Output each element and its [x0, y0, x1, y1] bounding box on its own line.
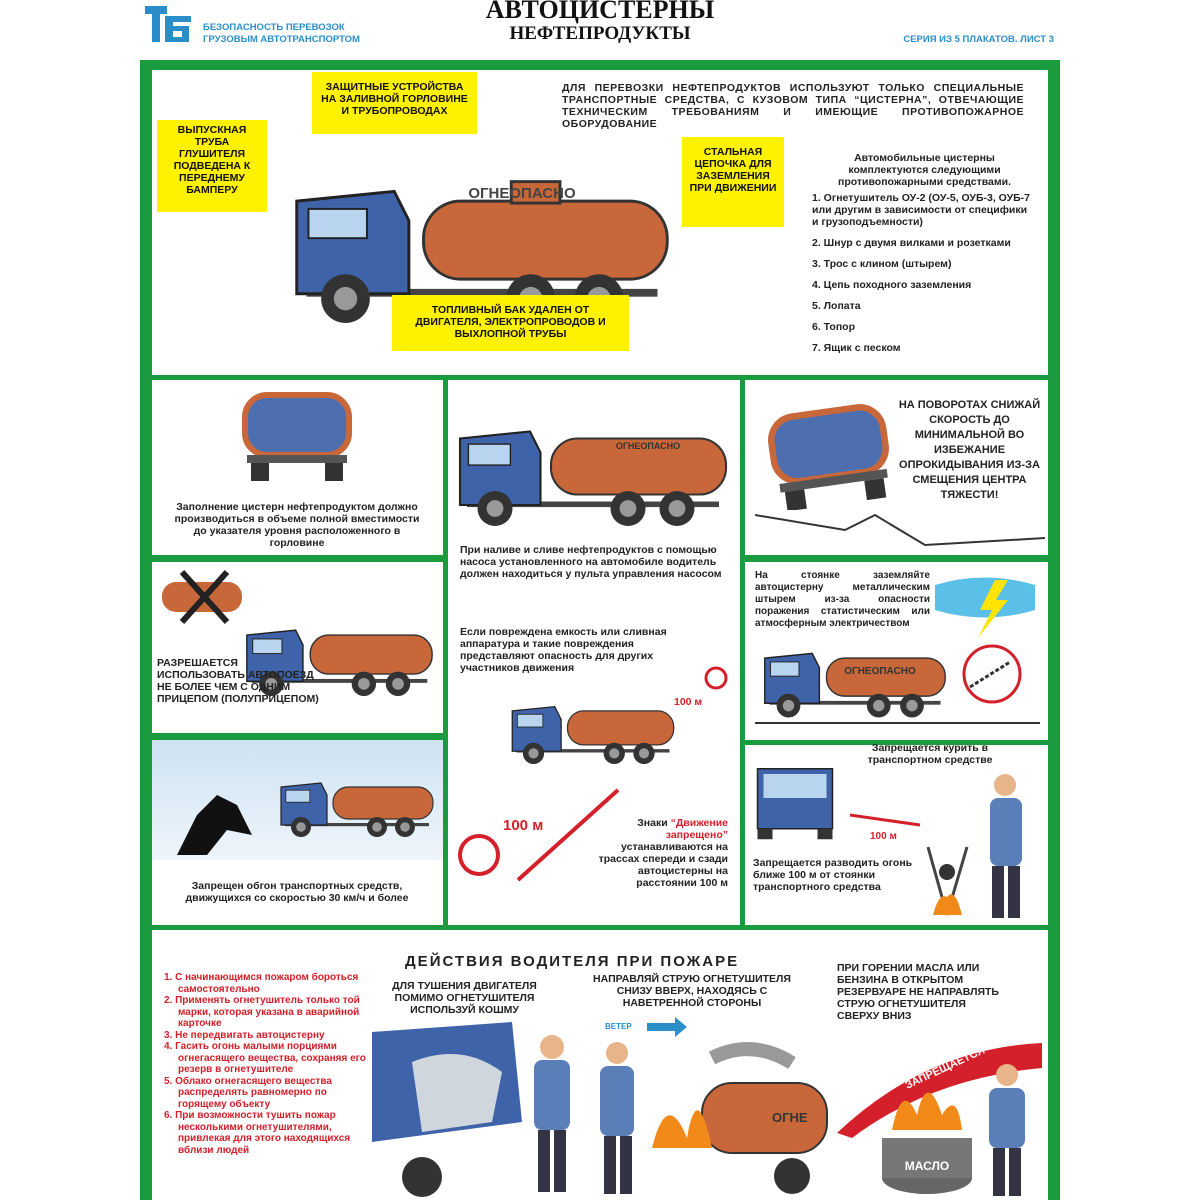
- tank-label-grounding: ОГНЕОПАСНО: [844, 666, 916, 677]
- equipment-item: 6. Топор: [812, 321, 856, 333]
- smoking-man-illustration: [990, 774, 1022, 918]
- distance-arrow-icon: [516, 788, 620, 882]
- signs-rest: устанавливаются на трассах спереди и сза…: [598, 841, 728, 889]
- subtitle: НЕФТЕПРОДУКТЫ: [509, 23, 691, 44]
- panel-fire-actions: ДЕЙСТВИЯ ВОДИТЕЛЯ ПРИ ПОЖАРЕ 1. С начина…: [152, 930, 1048, 1200]
- no-entry-sign-icon: [704, 666, 728, 690]
- crossed-trailer-icon: [162, 569, 242, 625]
- panel-no-smoking: Запрещается курить в транспортном средст…: [745, 742, 1048, 925]
- panel-filling: Заполнение цистерн нефтепродуктом должно…: [152, 380, 443, 555]
- equipment-item: 2. Шнур с двумя вилками и розетками: [812, 237, 1011, 249]
- distance-label-small: 100 м: [674, 696, 703, 708]
- damaged-text: Если повреждена емкость или сливная аппа…: [460, 626, 667, 674]
- tb-logo-icon: [145, 6, 191, 42]
- panel-overtaking: Запрещен обгон транспортных средств, дви…: [152, 740, 443, 925]
- filling-text: Заполнение цистерн нефтепродуктом должно…: [174, 501, 420, 549]
- equipment-item: 1. Огнетушитель ОУ-2 (ОУ-5, ОУБ-3, ОУБ-7…: [812, 192, 1031, 228]
- fire-rules-list: 1. С начинающимся пожаром бороться самос…: [164, 972, 369, 1156]
- fire-rule: 5. Облако огнегасящего вещества распреде…: [164, 1075, 332, 1110]
- oil-label: МАСЛО: [904, 1159, 950, 1173]
- equipment-list: 1. Огнетушитель ОУ-2 (ОУ-5, ОУБ-3, ОУБ-7…: [812, 192, 1032, 354]
- road-slope-icon: [755, 513, 1045, 547]
- fire-actions-title: ДЕЙСТВИЯ ВОДИТЕЛЯ ПРИ ПОЖАРЕ: [405, 953, 740, 970]
- distance-arrow-icon: [849, 813, 921, 827]
- tank-partial-label: ОГНЕ: [772, 1110, 808, 1125]
- distance-label-fire: 100 м: [870, 831, 897, 842]
- upwind-text: НАПРАВЛЯЙ СТРУЮ ОГНЕТУШИТЕЛЯ СНИЗУ ВВЕРХ…: [593, 973, 791, 1009]
- oil-text: ПРИ ГОРЕНИИ МАСЛА ИЛИ БЕНЗИНА В ОТКРЫТОМ…: [837, 962, 999, 1022]
- callout-exhaust: ВЫПУСКНАЯ ТРУБА ГЛУШИТЕЛЯ ПОДВЕДЕНА К ПЕ…: [157, 120, 267, 212]
- equipment-item: 3. Трос с клином (штырем): [812, 258, 952, 270]
- fire-rule: 2. Применять огнетушитель только той мар…: [164, 995, 360, 1029]
- signs-text: Знаки “Движение запрещено” устанавливают…: [588, 817, 728, 889]
- overtaking-truck-illustration: [277, 760, 437, 850]
- blanket-text: ДЛЯ ТУШЕНИЯ ДВИГАТЕЛЯ ПОМИМО ОГНЕТУШИТЕЛ…: [392, 980, 537, 1016]
- blanket-engine-illustration: [372, 1022, 570, 1197]
- ground-chain-icon: [962, 644, 1022, 704]
- truck-front-illustration: [756, 768, 834, 840]
- fire-rule: 3. Не передвигать автоцистерну: [164, 1029, 325, 1041]
- fire-rule: 4. Гасить огонь малыми порциями огнегася…: [164, 1041, 366, 1075]
- extinguish-tank-illustration: [600, 1042, 828, 1194]
- panel-pumping: ОГНЕОПАСНО При наливе и сливе нефтепроду…: [448, 380, 740, 925]
- callout-chain: СТАЛЬНАЯ ЦЕПОЧКА ДЛЯ ЗАЗЕМЛЕНИЯ ПРИ ДВИЖ…: [682, 137, 784, 227]
- wind-label: ВЕТЕР: [605, 1022, 632, 1031]
- no-fire-text: Запрещается разводить огонь ближе 100 м …: [753, 857, 913, 893]
- ground-line: [755, 722, 1040, 724]
- no-entry-sign-icon: [458, 834, 500, 876]
- tank-label-small: ОГНЕОПАСНО: [615, 441, 681, 451]
- tilted-tank-illustration: [765, 400, 895, 510]
- equipment-title: Автомобильные цистерны комплектуются сле…: [837, 152, 1012, 188]
- grounded-truck-illustration: [760, 637, 950, 722]
- equipment-item: 4. Цепь походного заземления: [812, 279, 972, 291]
- fire-rule: 6. При возможности тушить пожар нескольк…: [164, 1110, 351, 1156]
- panel-grounding: На стоянке заземляйте автоцистерну метал…: [745, 562, 1048, 740]
- forbidden-banner-icon: [837, 1043, 1042, 1138]
- burning-oil-illustration: [882, 1064, 1025, 1196]
- no-smoking-text: Запрещается курить в транспортном средст…: [867, 742, 993, 766]
- fire-rule: 1. С начинающимся пожаром бороться самос…: [164, 972, 359, 995]
- lightning-cloud-icon: [935, 577, 1035, 638]
- title: АВТОЦИСТЕРНЫ: [485, 0, 715, 24]
- equipment-item: 5. Лопата: [812, 300, 861, 312]
- rider-silhouette-icon: [177, 795, 252, 855]
- panel-trailer: РАЗРЕШАЕТСЯ ИСПОЛЬЗОВАТЬ АВТОПОЕЗД НЕ БО…: [152, 562, 443, 733]
- callout-protective: ЗАЩИТНЫЕ УСТРОЙСТВА НА ЗАЛИВНОЙ ГОРЛОВИН…: [312, 72, 477, 134]
- tank-rear-illustration: [232, 385, 362, 485]
- tanker-truck-illustration: [287, 180, 677, 345]
- campfire-icon: [926, 846, 969, 916]
- signs-prefix: Знаки: [637, 817, 671, 829]
- grounding-text: На стоянке заземляйте автоцистерну метал…: [755, 570, 930, 629]
- turns-text: НА ПОВОРОТАХ СНИЖАЙ СКОРОСТЬ ДО МИНИМАЛЬ…: [898, 399, 1041, 501]
- stopped-truck-illustration: [508, 660, 678, 800]
- signs-name: “Движение запрещено”: [665, 817, 728, 841]
- series-label: СЕРИЯ ИЗ 5 ПЛАКАТОВ. ЛИСТ 3: [903, 34, 1054, 45]
- equipment-item: 7. Ящик с песком: [812, 342, 901, 354]
- subtitle-line1: БЕЗОПАСНОСТЬ ПЕРЕВОЗОК: [203, 22, 345, 33]
- callout-fuel-tank: ТОПЛИВНЫЙ БАК УДАЛЕН ОТ ДВИГАТЕЛЯ, ЭЛЕКТ…: [392, 295, 629, 351]
- overtaking-text: Запрещен обгон транспортных средств, дви…: [185, 880, 409, 904]
- panel-turns: НА ПОВОРОТАХ СНИЖАЙ СКОРОСТЬ ДО МИНИМАЛЬ…: [745, 380, 1048, 555]
- subtitle-line2: ГРУЗОВЫМ АВТОТРАНСПОРТОМ: [203, 34, 360, 45]
- distance-label: 100 м: [503, 817, 544, 834]
- intro-text: ДЛЯ ПЕРЕВОЗКИ НЕФТЕПРОДУКТОВ ИСПОЛЬЗУЮТ …: [562, 82, 1024, 130]
- trailer-text: РАЗРЕШАЕТСЯ ИСПОЛЬЗОВАТЬ АВТОПОЕЗД НЕ БО…: [157, 657, 319, 705]
- pumping-truck-illustration: [453, 410, 733, 530]
- panel-truck-overview: ОГНЕОПАСНО ВЫПУСКНАЯ ТРУБА ГЛУШИТЕЛЯ ПОД…: [152, 70, 1048, 375]
- pumping-text: При наливе и сливе нефтепродуктов с помо…: [460, 544, 722, 580]
- tank-label: ОГНЕОПАСНО: [468, 185, 576, 202]
- wind-arrow-icon: [647, 1017, 687, 1037]
